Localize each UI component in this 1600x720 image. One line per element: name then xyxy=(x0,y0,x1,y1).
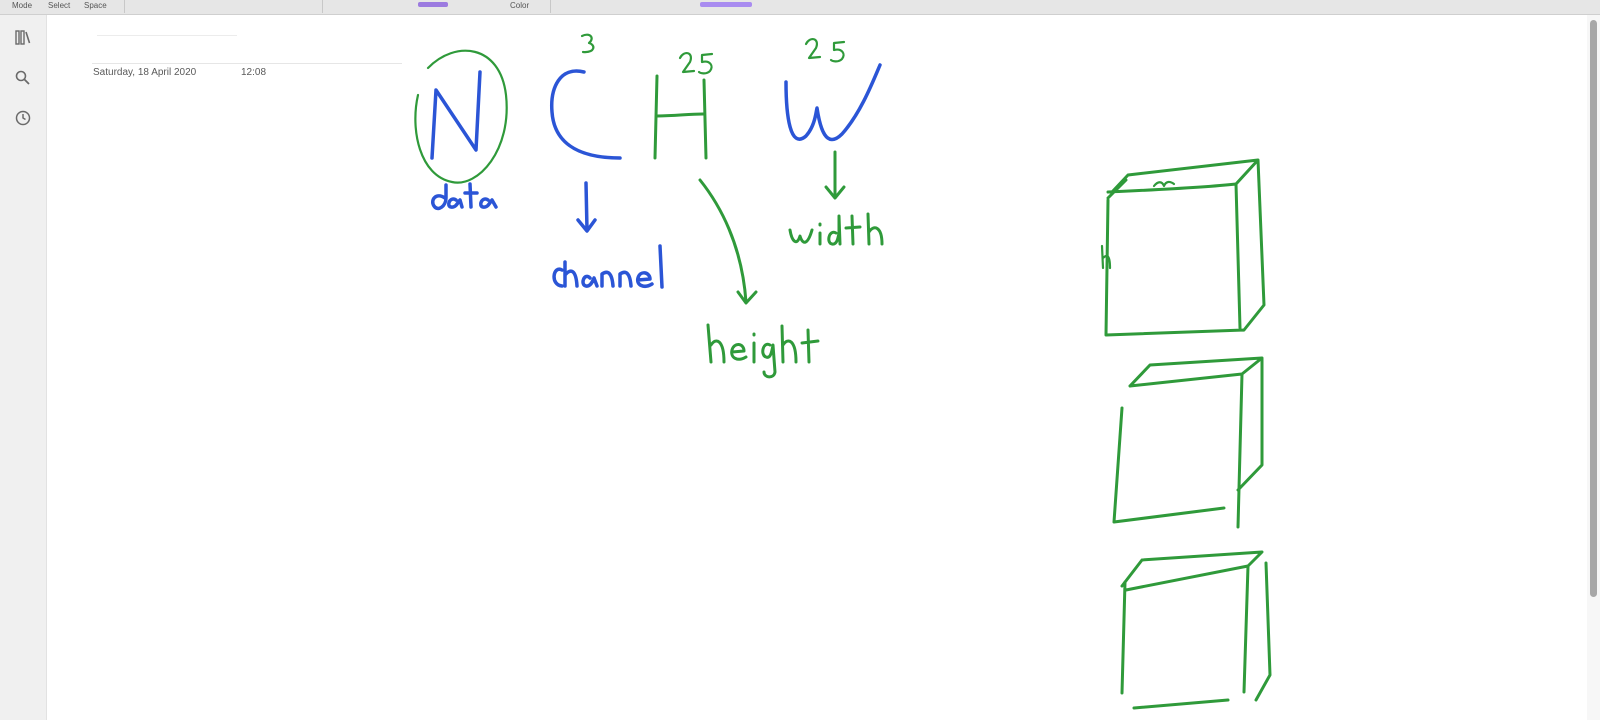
ink-arrow-w xyxy=(824,150,846,200)
pen-swatch[interactable] xyxy=(418,2,448,7)
page-date-underline xyxy=(92,63,402,64)
ink-letter-n xyxy=(430,70,482,160)
ribbon-toolbar: Mode Select Space Color xyxy=(0,0,1600,15)
toolbar-divider xyxy=(124,0,125,13)
ink-label-channel xyxy=(552,244,664,289)
toolbar-mode[interactable]: Mode xyxy=(12,1,33,10)
ink-label-width xyxy=(788,212,884,246)
ink-cube-label-h xyxy=(1100,244,1112,270)
ink-cube-3 xyxy=(1120,550,1272,710)
ink-cube-2 xyxy=(1112,356,1264,529)
ink-value-w-25 xyxy=(804,38,846,63)
ink-letter-c xyxy=(550,69,622,160)
ink-cube-label-w xyxy=(1152,180,1176,188)
color-swatch[interactable] xyxy=(700,2,752,7)
toolbar-space[interactable]: Space xyxy=(84,1,107,10)
navigation-rail xyxy=(0,15,47,720)
toolbar-divider xyxy=(550,0,551,13)
toolbar-color[interactable]: Color xyxy=(510,1,530,10)
toolbar-divider xyxy=(322,0,323,13)
page-time: 12:08 xyxy=(241,67,267,78)
page-title-underline xyxy=(97,35,237,36)
ink-arrow-c xyxy=(576,181,597,233)
note-canvas[interactable]: Saturday, 18 April 2020 12:08 xyxy=(47,15,1587,720)
ink-letter-w xyxy=(784,63,882,142)
ink-arrow-h xyxy=(698,178,758,305)
ink-label-data xyxy=(431,182,498,211)
toolbar-select[interactable]: Select xyxy=(48,1,71,10)
vertical-scrollbar[interactable] xyxy=(1587,15,1600,720)
scrollbar-thumb[interactable] xyxy=(1590,20,1597,597)
ink-circle-around-n xyxy=(414,49,508,184)
search-icon[interactable] xyxy=(13,68,33,88)
ink-label-height xyxy=(706,323,820,379)
ink-value-3 xyxy=(580,33,595,54)
page-date: Saturday, 18 April 2020 xyxy=(93,67,197,78)
notebooks-icon[interactable] xyxy=(13,28,33,48)
ink-letter-h xyxy=(653,74,708,160)
ink-value-h-25 xyxy=(678,52,714,75)
recent-clock-icon[interactable] xyxy=(13,108,33,128)
ink-cube-1 xyxy=(1104,158,1266,337)
